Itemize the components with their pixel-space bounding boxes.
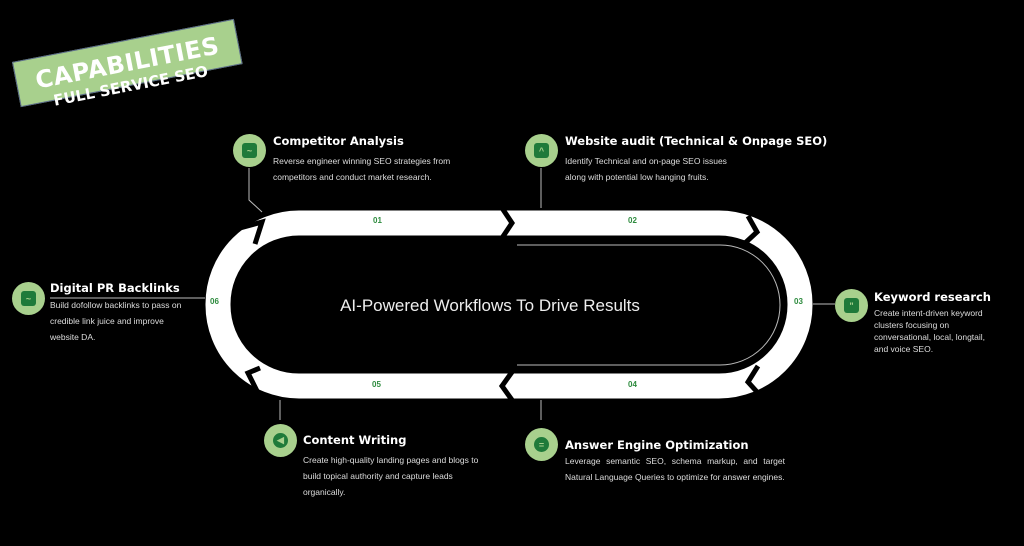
card-desc: Reverse engineer winning SEO strategies …: [273, 156, 451, 182]
card-desc: Build dofollow backlinks to pass on cred…: [50, 300, 182, 342]
card-title: Content Writing: [303, 433, 407, 447]
card-desc: Create intent-driven keyword clusters fo…: [874, 308, 986, 354]
browser-icon: ^: [525, 134, 558, 167]
center-title: AI-Powered Workflows To Drive Results: [340, 296, 640, 315]
chevron-separators: [239, 206, 761, 402]
card-title: Keyword research: [874, 290, 991, 304]
card-title: Answer Engine Optimization: [565, 438, 749, 452]
step-number-05: 05: [372, 380, 381, 389]
card-desc: Create high-quality landing pages and bl…: [303, 455, 479, 497]
megaphone-icon: ◀: [264, 424, 297, 457]
step-number-04: 04: [628, 380, 637, 389]
step-number-01: 01: [373, 216, 382, 225]
step-number-02: 02: [628, 216, 637, 225]
card-desc: Identify Technical and on-page SEO issue…: [565, 156, 727, 182]
card-title: Competitor Analysis: [273, 134, 404, 148]
connector-lines: [50, 168, 835, 420]
search-chat-icon: =: [525, 428, 558, 461]
card-title: Digital PR Backlinks: [50, 281, 180, 295]
card-desc: Leverage semantic SEO, schema markup, an…: [565, 456, 785, 482]
step-number-06: 06: [210, 297, 219, 306]
quote-icon: ": [835, 289, 868, 322]
chart-link-icon: ~: [12, 282, 45, 315]
step-number-03: 03: [794, 297, 803, 306]
presentation-chart-icon: ~: [233, 134, 266, 167]
card-title: Website audit (Technical & Onpage SEO): [565, 134, 828, 148]
